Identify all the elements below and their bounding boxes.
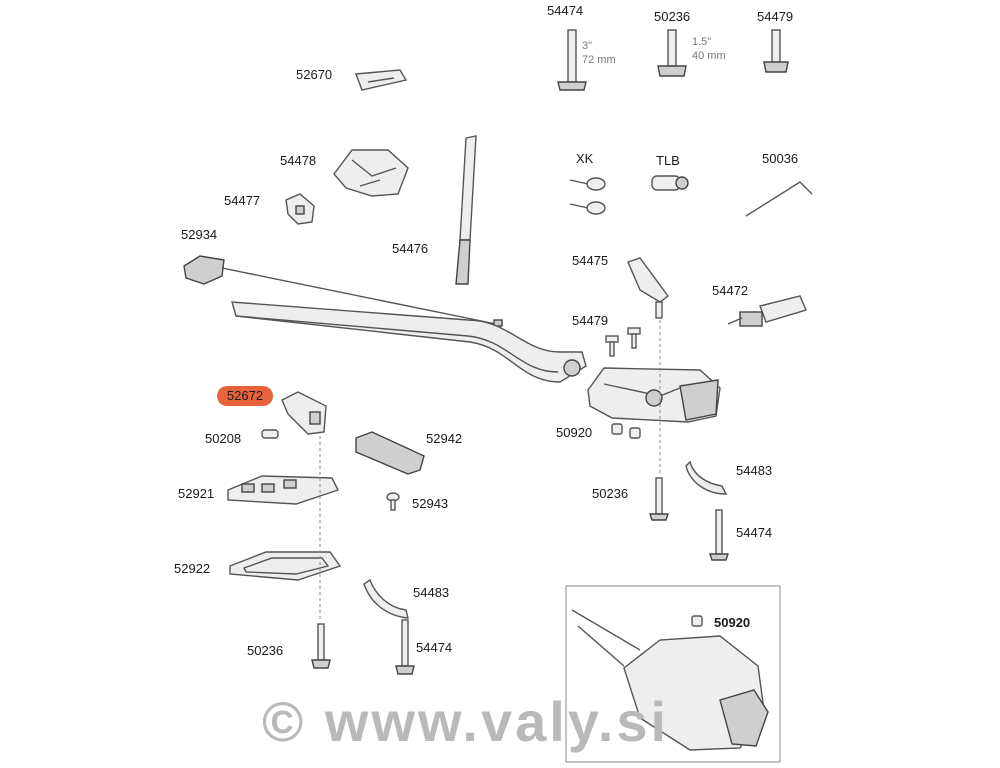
part-54478 bbox=[333, 149, 409, 197]
frame-52922 bbox=[229, 551, 342, 581]
part-52670 bbox=[355, 69, 408, 91]
label-50236-lower: 50236 bbox=[247, 643, 284, 658]
label-54474-right: 54474 bbox=[736, 525, 773, 540]
part-52934 bbox=[183, 255, 503, 327]
label-54474-lower: 54474 bbox=[416, 640, 453, 655]
dim-bolt-short-in: 1.5" bbox=[692, 36, 712, 48]
label-50236-top: 50236 bbox=[654, 9, 691, 24]
label-50208: 50208 bbox=[205, 431, 242, 446]
label-54479-mid: 54479 bbox=[572, 313, 609, 328]
part-54475 bbox=[627, 257, 669, 319]
label-54475: 54475 bbox=[572, 253, 609, 268]
label-54477: 54477 bbox=[224, 193, 261, 208]
label-50920-inset: 50920 bbox=[714, 615, 751, 630]
pin-50208 bbox=[261, 429, 279, 439]
part-54483-lower bbox=[363, 578, 409, 619]
main-rail bbox=[231, 301, 587, 383]
label-50920: 50920 bbox=[556, 425, 593, 440]
screw-52943 bbox=[386, 492, 400, 511]
label-52670: 52670 bbox=[296, 67, 333, 82]
dim-bolt-long-mm: 72 mm bbox=[582, 54, 616, 66]
part-54476 bbox=[455, 135, 477, 285]
label-52921: 52921 bbox=[178, 486, 215, 501]
label-52942: 52942 bbox=[426, 431, 463, 446]
bolt-54474-right bbox=[709, 509, 729, 561]
label-54476: 54476 bbox=[392, 241, 429, 256]
bolt-54474-lower bbox=[395, 619, 415, 675]
fork-mount bbox=[587, 367, 721, 423]
bolt-54474-top bbox=[557, 29, 587, 91]
spacers-50920 bbox=[611, 423, 641, 439]
watermark: © www.valy.si bbox=[262, 690, 670, 753]
label-50036: 50036 bbox=[762, 151, 799, 166]
part-54483-right bbox=[685, 460, 728, 495]
keys-xk bbox=[569, 177, 606, 215]
label-54483-right: 54483 bbox=[736, 463, 773, 478]
part-52942 bbox=[355, 431, 425, 475]
bolt-54479-top bbox=[763, 29, 789, 73]
label-54479-top: 54479 bbox=[757, 9, 794, 24]
label-54472: 54472 bbox=[712, 283, 749, 298]
part-54472 bbox=[727, 295, 807, 327]
label-50236-right: 50236 bbox=[592, 486, 629, 501]
part-52672 bbox=[281, 391, 327, 435]
hex-key-50036 bbox=[745, 181, 813, 217]
label-52672-highlighted: 52672 bbox=[217, 386, 273, 406]
label-54483-lower: 54483 bbox=[413, 585, 450, 600]
label-52922: 52922 bbox=[174, 561, 211, 576]
assembly-lines bbox=[319, 320, 661, 620]
label-52943: 52943 bbox=[412, 496, 449, 511]
dim-bolt-short-mm: 40 mm bbox=[692, 50, 726, 62]
part-54477 bbox=[285, 193, 315, 225]
inset-detail bbox=[565, 585, 781, 763]
bolts-54479-mid bbox=[605, 327, 641, 357]
label-54474-top: 54474 bbox=[547, 3, 584, 18]
label-52934: 52934 bbox=[181, 227, 218, 242]
dim-bolt-long-in: 3" bbox=[582, 40, 593, 52]
plate-52921 bbox=[227, 475, 339, 505]
label-xk: XK bbox=[576, 151, 594, 166]
label-tlb: TLB bbox=[656, 153, 680, 168]
label-54478: 54478 bbox=[280, 153, 317, 168]
bolt-50236-top bbox=[657, 29, 687, 77]
bolt-50236-right bbox=[649, 477, 669, 521]
bolt-50236-lower bbox=[311, 623, 331, 669]
lock-tlb bbox=[651, 175, 689, 191]
